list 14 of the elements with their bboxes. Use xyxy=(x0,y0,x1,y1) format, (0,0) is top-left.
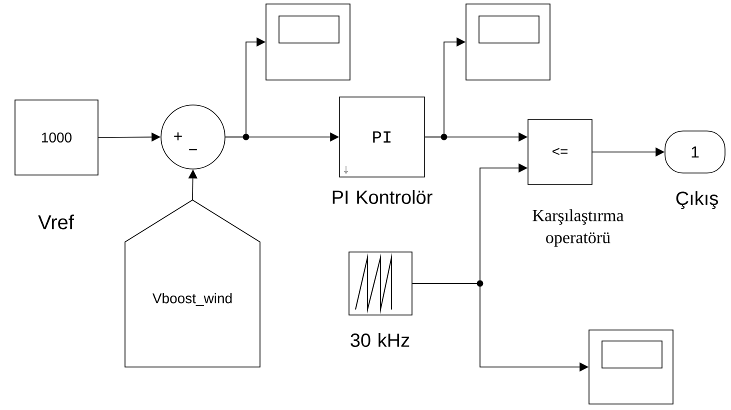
input-block: Vboost_wind xyxy=(124,200,260,368)
scope-block xyxy=(466,4,550,80)
sawtooth-generator xyxy=(348,252,412,316)
block-label: PI Kontrolör xyxy=(332,190,432,204)
block-label: 30 kHz xyxy=(350,333,410,347)
comparator-block: <= xyxy=(528,119,592,185)
controller-block: PI xyxy=(339,96,425,178)
block-label: Karşılaştırma operatörü xyxy=(532,209,624,247)
scope-block xyxy=(588,330,674,404)
output-port: 1 xyxy=(664,130,726,174)
scope-block xyxy=(266,4,350,80)
constant-block: 1000 xyxy=(14,100,98,176)
block-label: Vref xyxy=(38,214,74,230)
block-label: Çıkış xyxy=(676,191,718,209)
